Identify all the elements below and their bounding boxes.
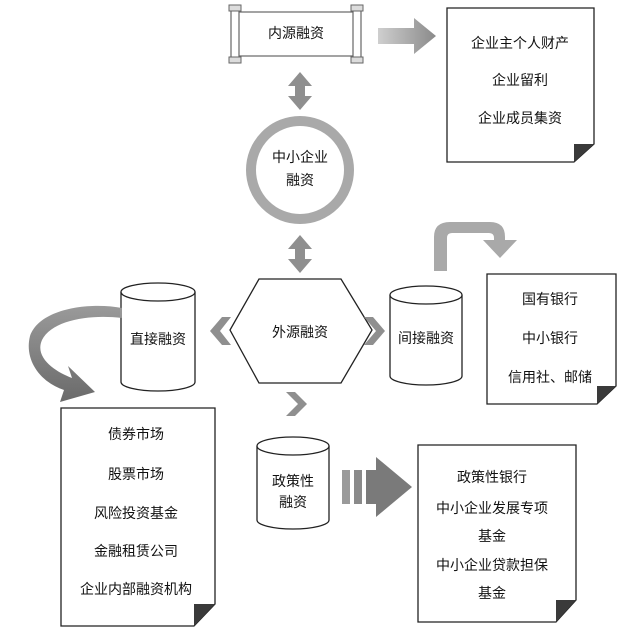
policy-item: 中小企业发展专项 — [436, 501, 548, 517]
market-item: 金融租赁公司 — [94, 544, 178, 560]
internal-financing-label: 内源融资 — [268, 26, 324, 42]
market-item: 股票市场 — [108, 467, 164, 483]
chevron-down — [286, 392, 307, 416]
center-ring — [246, 116, 354, 224]
internal-financing-scroll — [228, 4, 364, 64]
chevron-right — [364, 317, 385, 345]
market-item: 风险投资基金 — [94, 506, 178, 522]
curved-arrow-direct — [28, 305, 122, 402]
internal-source-item: 企业主个人财产 — [471, 36, 569, 52]
policy-item: 政策性银行 — [457, 470, 527, 486]
policy-financing-label-line2: 融资 — [279, 495, 307, 511]
bank-item: 信用社、邮储 — [508, 370, 592, 386]
double-arrow-top — [288, 72, 312, 110]
policy-item: 基金 — [478, 586, 506, 602]
indirect-financing-label: 间接融资 — [398, 331, 454, 347]
market-item: 企业内部融资机构 — [80, 582, 192, 598]
external-hexagon — [229, 278, 373, 384]
internal-source-item: 企业成员集资 — [478, 111, 562, 127]
direct-financing-cylinder — [120, 282, 196, 392]
bank-item: 中小银行 — [522, 331, 578, 347]
policy-doc — [417, 444, 577, 623]
double-arrow-bottom — [288, 235, 312, 273]
banks-doc — [486, 273, 617, 405]
policy-financing-label-line1: 政策性 — [272, 474, 314, 490]
policy-big-arrow — [342, 457, 412, 517]
markets-doc — [60, 407, 216, 627]
center-label-line1: 中小企业 — [272, 150, 328, 166]
chevron-left — [210, 317, 231, 345]
indirect-financing-cylinder — [389, 285, 463, 386]
policy-financing-cylinder — [256, 436, 330, 530]
external-financing-label: 外源融资 — [272, 325, 328, 341]
hook-arrow-indirect — [434, 222, 517, 271]
internal-source-item: 企业留利 — [492, 73, 548, 89]
policy-item: 中小企业贷款担保 — [436, 558, 548, 574]
market-item: 债券市场 — [108, 427, 164, 443]
internal-sources-doc — [446, 7, 595, 163]
policy-item: 基金 — [478, 529, 506, 545]
internal-to-sources-arrow — [378, 18, 436, 54]
direct-financing-label: 直接融资 — [130, 332, 186, 348]
center-label-line2: 融资 — [286, 173, 314, 189]
bank-item: 国有银行 — [522, 292, 578, 308]
